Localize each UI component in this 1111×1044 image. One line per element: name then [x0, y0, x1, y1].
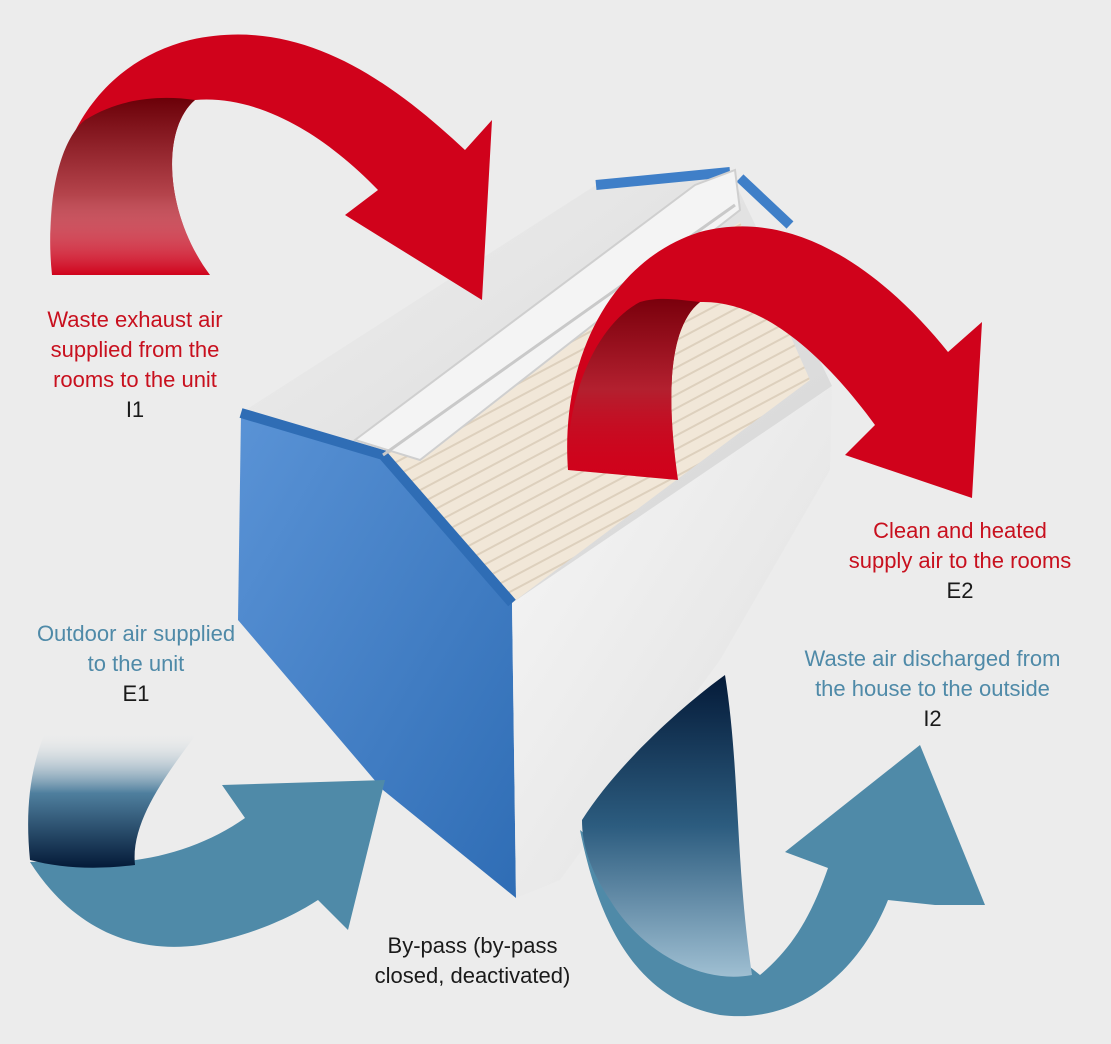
bypass-label: By-pass (by-pass closed, deactivated)	[345, 931, 600, 991]
exhaust-air-line-1: Waste exhaust air	[47, 307, 223, 332]
waste-air-line-2: the house to the outside	[815, 676, 1050, 701]
waste-air-line-1: Waste air discharged from	[804, 646, 1061, 671]
waste-air-code: I2	[923, 706, 942, 731]
supply-air-label: Clean and heated supply air to the rooms…	[815, 516, 1105, 606]
outdoor-air-line-1: Outdoor air supplied	[36, 621, 236, 646]
bypass-line-2: closed, deactivated)	[374, 963, 571, 988]
supply-air-code: E2	[946, 578, 974, 603]
exhaust-air-code: I1	[125, 397, 145, 422]
exhaust-air-line-2: supplied from the	[50, 337, 220, 362]
curved-arrow-red-exhaust	[50, 34, 492, 300]
exhaust-air-label: Waste exhaust air supplied from the room…	[20, 305, 250, 425]
bypass-line-1: By-pass (by-pass	[387, 933, 558, 958]
outdoor-air-label: Outdoor air supplied to the unit E1	[10, 619, 262, 709]
supply-air-line-2: supply air to the rooms	[848, 548, 1072, 573]
exhaust-air-line-3: rooms to the unit	[53, 367, 217, 392]
curved-arrow-red-supply	[567, 226, 982, 498]
curved-arrow-blue-outdoor	[28, 732, 385, 947]
outdoor-air-code: E1	[122, 681, 150, 706]
waste-air-label: Waste air discharged from the house to t…	[770, 644, 1095, 734]
curved-arrow-blue-waste	[580, 675, 985, 1017]
supply-air-line-1: Clean and heated	[873, 518, 1047, 543]
outdoor-air-line-2: to the unit	[87, 651, 185, 676]
